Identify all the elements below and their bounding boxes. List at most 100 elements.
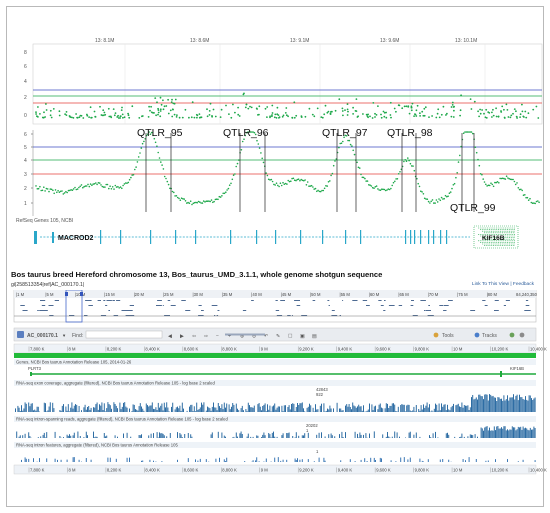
histogram-bar (253, 405, 255, 412)
sequence-icon[interactable] (17, 331, 24, 338)
nav-icon[interactable]: − (216, 334, 219, 340)
nav-icon[interactable]: ▶ (180, 334, 184, 340)
histogram-bar (246, 411, 248, 412)
nav-icon[interactable]: ▤ (312, 334, 317, 340)
selection-handle-left[interactable] (65, 292, 68, 296)
nav-icon[interactable]: + (228, 334, 231, 340)
smoothed-point (439, 199, 442, 202)
link-to-view[interactable]: Link To This View (471, 282, 509, 287)
nav-icon[interactable]: ↶ (264, 334, 268, 340)
smoothed-point (313, 188, 316, 190)
histogram-bar (263, 461, 265, 462)
association-point (114, 112, 117, 114)
smoothed-point (455, 176, 457, 179)
overview-feature (49, 315, 54, 316)
smoothed-point (309, 185, 312, 187)
smoothed-point (303, 179, 305, 182)
histogram-bar (406, 405, 408, 412)
association-point (193, 116, 196, 119)
sequence-select[interactable]: AC_000170.1 (27, 333, 58, 339)
histogram-bar (533, 426, 535, 438)
smoothed-point (238, 159, 240, 161)
histogram-bar (480, 396, 482, 412)
nav-icon[interactable]: ⇨ (204, 334, 208, 340)
sequence-select-arrow-icon[interactable]: ▼ (62, 333, 66, 338)
histogram-bar (301, 459, 303, 462)
histogram-bar (405, 411, 406, 412)
overview-feature (166, 315, 170, 316)
histogram-bar (129, 408, 130, 412)
tracks-icon[interactable] (474, 332, 480, 338)
histogram-bar (333, 408, 334, 412)
nav-icon[interactable]: ◀ (168, 334, 172, 340)
histogram-bar (445, 410, 447, 412)
overview-selection[interactable] (65, 290, 83, 323)
tools-icon[interactable] (433, 332, 439, 338)
histogram-bar (268, 409, 270, 412)
smoothed-point (318, 190, 321, 193)
association-point (278, 116, 281, 118)
histogram-bar (29, 406, 31, 412)
smoothed-point (348, 139, 351, 142)
help-icon[interactable] (519, 332, 525, 338)
nav-icon[interactable]: ⊕ (240, 334, 244, 340)
association-point (372, 102, 375, 104)
histogram-bar (372, 410, 374, 412)
histogram-bar (190, 434, 192, 438)
histogram-bar (130, 436, 132, 438)
association-point (423, 107, 426, 110)
overview-feature (54, 300, 59, 301)
histogram-bar (369, 433, 370, 438)
histogram-bar (420, 405, 422, 412)
refresh-icon[interactable] (509, 332, 515, 338)
association-point (410, 109, 413, 112)
histogram-bar (371, 404, 373, 412)
association-point (342, 114, 344, 117)
association-point (138, 117, 141, 119)
histogram-bar (505, 430, 507, 438)
histogram-bar (307, 432, 309, 438)
histogram-bar (373, 406, 375, 412)
smoothed-point (104, 186, 106, 188)
feedback-link[interactable]: Feedback (512, 282, 534, 287)
ruler-tick-label: 10,200 K (492, 347, 509, 352)
overview-feature (380, 305, 384, 306)
overview-feature (339, 315, 341, 316)
overview-feature (352, 300, 356, 301)
association-point (172, 102, 175, 105)
nav-icon[interactable]: ✎ (276, 334, 280, 340)
smoothed-point (468, 131, 470, 133)
histogram-bar (291, 404, 292, 412)
histogram-bar (318, 432, 320, 438)
histogram-bar (516, 429, 518, 438)
histogram-bar (63, 437, 64, 438)
histogram-bar (36, 406, 38, 412)
histogram-bar (325, 410, 327, 412)
find-input[interactable] (85, 330, 163, 339)
histogram-bar (59, 436, 61, 438)
nav-icon[interactable]: ⇦ (192, 334, 196, 340)
nav-icon[interactable]: ☐ (288, 334, 293, 340)
histogram-bar (83, 407, 85, 412)
nav-icon[interactable]: ⊖ (252, 334, 256, 340)
association-point (435, 116, 438, 119)
histogram-bar (485, 394, 487, 412)
smoothed-point (378, 189, 381, 191)
nav-icon[interactable]: ▣ (300, 334, 305, 340)
association-point (119, 117, 121, 119)
histogram-bar (501, 427, 502, 438)
overview-feature (354, 300, 358, 301)
tools-menu[interactable]: Tools (442, 333, 454, 339)
track-header-intron-features (14, 442, 536, 448)
association-point (159, 110, 162, 112)
smoothed-point (269, 179, 271, 181)
histogram-bar (418, 409, 420, 412)
smoothed-point (72, 188, 75, 190)
selection-handle-right[interactable] (80, 292, 83, 296)
tracks-menu[interactable]: Tracks (482, 333, 497, 339)
histogram-bar (475, 459, 477, 462)
histogram-bar (354, 431, 356, 438)
histogram-bar (238, 410, 240, 412)
association-point (93, 110, 96, 113)
